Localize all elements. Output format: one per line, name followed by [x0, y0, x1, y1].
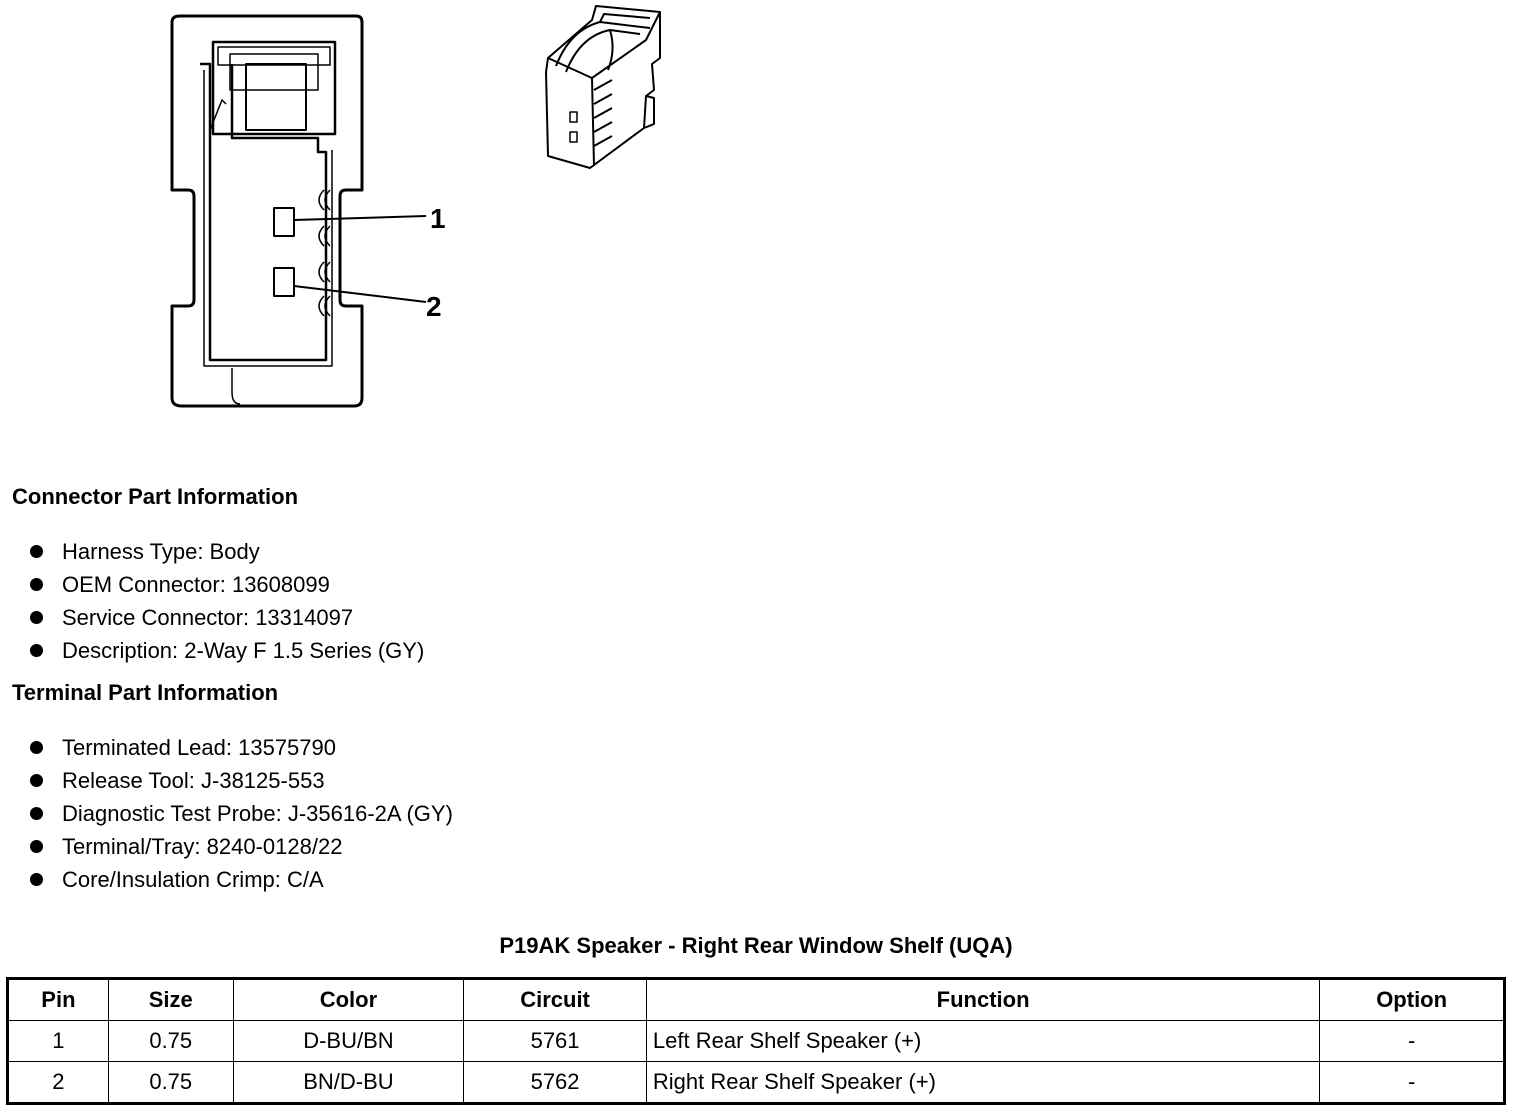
list-item: Harness Type: Body: [30, 535, 424, 568]
table-row: 2 0.75 BN/D-BU 5762 Right Rear Shelf Spe…: [7, 1061, 1505, 1104]
column-header-pin: Pin: [7, 978, 109, 1021]
terminal-part-info-list: Terminated Lead: 13575790 Release Tool: …: [30, 731, 453, 896]
bullet-icon: [30, 741, 43, 754]
connector-diagram: 1 2: [170, 5, 661, 408]
circuit-cell: 5761: [463, 1020, 647, 1062]
callout-1-label: 1: [430, 203, 446, 234]
list-item: Core/Insulation Crimp: C/A: [30, 863, 453, 896]
connector-part-info-heading: Connector Part Information: [12, 484, 299, 509]
option-cell: -: [1319, 1020, 1505, 1062]
pin-cell: 1: [7, 1020, 109, 1062]
pin-1-cavity: [273, 207, 295, 237]
table-header-row: Pin Size Color Circuit Function Option: [7, 978, 1505, 1021]
column-header-color: Color: [232, 978, 465, 1021]
table-row: 1 0.75 D-BU/BN 5761 Left Rear Shelf Spea…: [7, 1020, 1505, 1062]
callout-2-label: 2: [426, 291, 442, 322]
list-item: Release Tool: J-38125-553: [30, 764, 453, 797]
connector-isometric-view: [545, 5, 661, 169]
list-item: OEM Connector: 13608099: [30, 568, 424, 601]
color-cell: D-BU/BN: [232, 1020, 465, 1062]
bullet-icon: [30, 644, 43, 657]
bullet-icon: [30, 578, 43, 591]
bullet-icon: [30, 545, 43, 558]
function-cell: Left Rear Shelf Speaker (+): [645, 1020, 1321, 1062]
list-item: Terminated Lead: 13575790: [30, 731, 453, 764]
terminal-part-info-heading: Terminal Part Information: [12, 680, 279, 705]
circuit-cell: 5762: [463, 1061, 647, 1104]
option-cell: -: [1319, 1061, 1505, 1104]
bullet-icon: [30, 873, 43, 886]
bullet-icon: [30, 611, 43, 624]
bullet-icon: [30, 774, 43, 787]
list-item: Diagnostic Test Probe: J-35616-2A (GY): [30, 797, 453, 830]
color-cell: BN/D-BU: [232, 1061, 465, 1104]
column-header-function: Function: [645, 978, 1321, 1021]
function-cell: Right Rear Shelf Speaker (+): [645, 1061, 1321, 1104]
size-cell: 0.75: [107, 1061, 234, 1104]
connector-part-info-list: Harness Type: Body OEM Connector: 136080…: [30, 535, 424, 667]
pin-table: Pin Size Color Circuit Function Option 1…: [6, 977, 1506, 1105]
column-header-size: Size: [107, 978, 234, 1021]
list-item: Terminal/Tray: 8240-0128/22: [30, 830, 453, 863]
connector-face-view: [170, 14, 427, 408]
bullet-icon: [30, 807, 43, 820]
pin-table-title: P19AK Speaker - Right Rear Window Shelf …: [499, 933, 1013, 958]
column-header-option: Option: [1319, 978, 1505, 1021]
bullet-icon: [30, 840, 43, 853]
pin-cell: 2: [7, 1061, 109, 1104]
column-header-circuit: Circuit: [463, 978, 647, 1021]
pin-2-cavity: [273, 267, 295, 297]
size-cell: 0.75: [107, 1020, 234, 1062]
list-item: Description: 2-Way F 1.5 Series (GY): [30, 634, 424, 667]
list-item: Service Connector: 13314097: [30, 601, 424, 634]
